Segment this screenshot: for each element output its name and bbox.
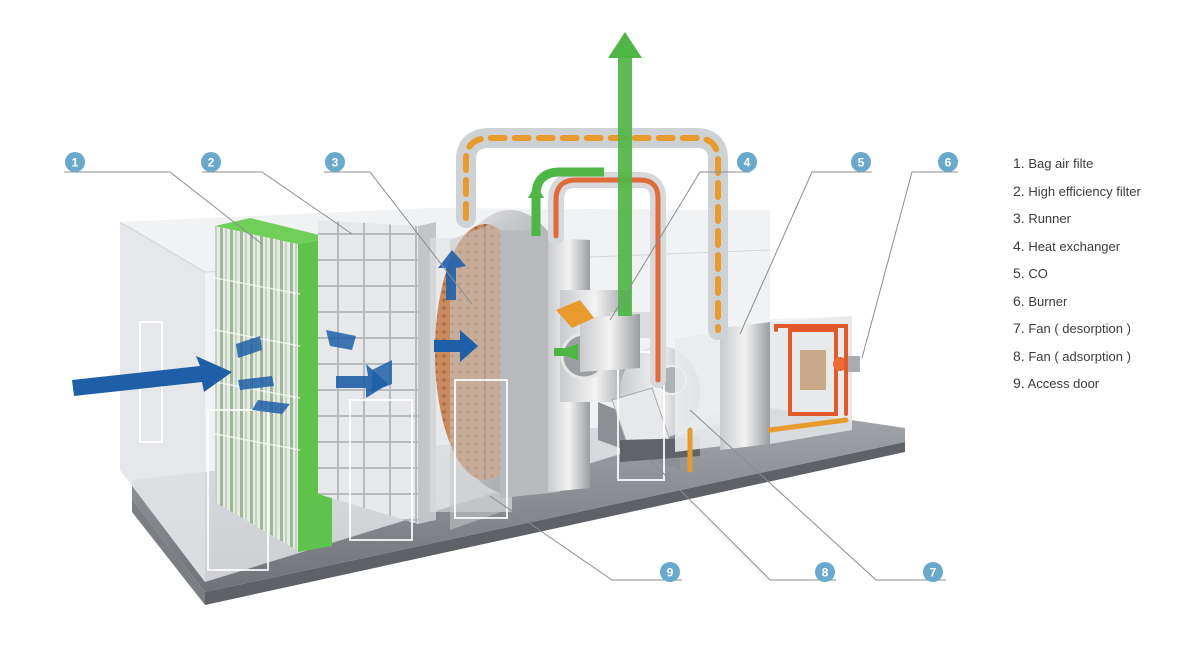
- legend-number: 5.: [1013, 265, 1025, 281]
- legend-number: 4.: [1013, 237, 1025, 254]
- legend-number: 6.: [1013, 292, 1025, 309]
- legend-number: 3.: [1013, 210, 1025, 226]
- callout-4: 4: [737, 152, 757, 172]
- legend-text: High efficiency filter: [1028, 183, 1141, 199]
- svg-text:6: 6: [945, 156, 952, 170]
- callout-3: 3: [325, 152, 345, 172]
- callout-9: 9: [660, 562, 680, 582]
- callout-6: 6: [938, 152, 958, 172]
- component-legend: 1. Bag air filte 2. High efficiency filt…: [1013, 152, 1193, 400]
- legend-item-high-efficiency-filter: 2. High efficiency filter: [1013, 180, 1193, 208]
- legend-item-fan-desorption: 7. Fan ( desorption ): [1013, 317, 1193, 345]
- legend-item-bag-air-filter: 1. Bag air filte: [1013, 152, 1193, 180]
- callout-8: 8: [815, 562, 835, 582]
- legend-text: Fan ( desorption ): [1028, 321, 1131, 336]
- svg-text:1: 1: [72, 156, 79, 170]
- legend-number: 9.: [1013, 375, 1025, 391]
- exhaust-flow-arrows: [528, 32, 642, 360]
- burner: [788, 328, 860, 416]
- legend-item-co: 5. CO: [1013, 262, 1193, 290]
- callout-7: 7: [923, 562, 943, 582]
- svg-text:9: 9: [667, 566, 674, 580]
- legend-text: Heat exchanger: [1028, 238, 1121, 254]
- svg-text:8: 8: [822, 566, 829, 580]
- legend-text: Runner: [1028, 211, 1071, 226]
- svg-text:3: 3: [332, 156, 339, 170]
- callout-2: 2: [201, 152, 221, 172]
- svg-text:7: 7: [930, 566, 937, 580]
- runner-rotor: [430, 210, 590, 530]
- legend-item-burner: 6. Burner: [1013, 290, 1193, 318]
- legend-number: 7.: [1013, 320, 1025, 336]
- legend-text: Bag air filte: [1028, 156, 1094, 171]
- legend-number: 8.: [1013, 347, 1025, 364]
- hot-loop-duct: [687, 324, 849, 473]
- legend-text: Burner: [1028, 293, 1068, 309]
- legend-item-fan-adsorption: 8. Fan ( adsorption ): [1013, 345, 1193, 373]
- desorption-duct: [548, 172, 666, 388]
- legend-number: 1.: [1013, 155, 1025, 171]
- svg-text:2: 2: [208, 156, 215, 170]
- heat-exchanger-arrow: [556, 300, 594, 328]
- heat-exchanger: [580, 314, 640, 372]
- legend-text: CO: [1028, 266, 1048, 281]
- legend-item-access-door: 9. Access door: [1013, 372, 1193, 400]
- callout-1: 1: [65, 152, 85, 172]
- svg-text:5: 5: [858, 156, 865, 170]
- return-duct: [456, 128, 728, 340]
- legend-text: Fan ( adsorption ): [1028, 348, 1131, 364]
- legend-item-runner: 3. Runner: [1013, 207, 1193, 235]
- callout-leader-lines: [64, 171, 958, 581]
- legend-text: Access door: [1027, 376, 1100, 391]
- legend-number: 2.: [1013, 182, 1025, 199]
- legend-item-heat-exchanger: 4. Heat exchanger: [1013, 235, 1193, 263]
- callout-5: 5: [851, 152, 871, 172]
- svg-text:4: 4: [744, 156, 751, 170]
- intake-flow-arrows: [72, 250, 478, 414]
